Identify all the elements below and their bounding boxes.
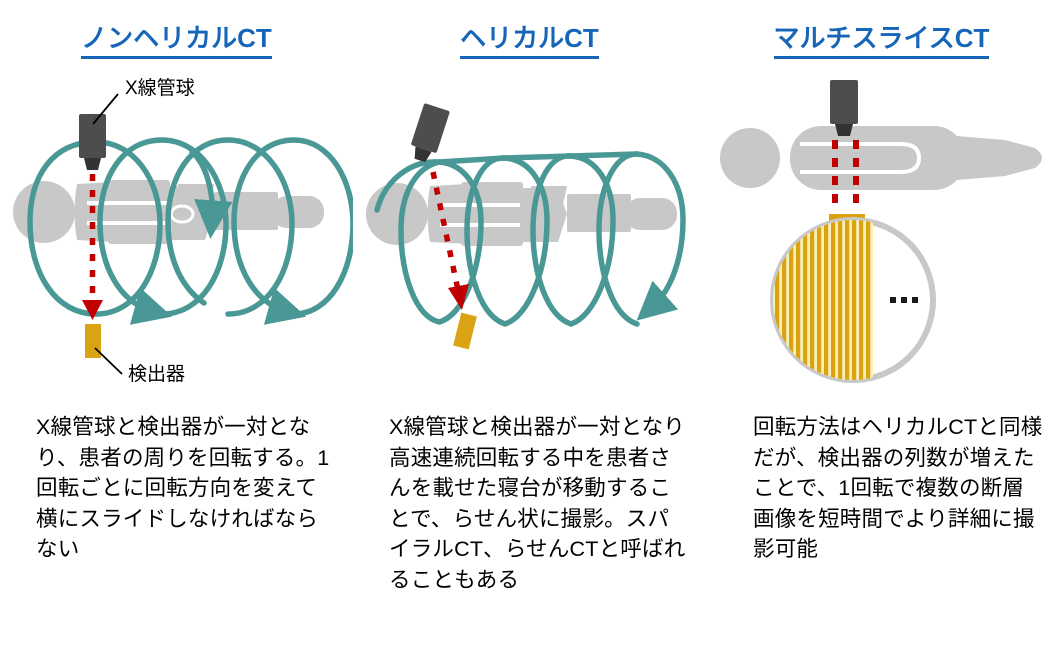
detector-row-stripes [775, 220, 871, 380]
helix-coil-1 [398, 159, 484, 325]
caption-helical: X線管球と検出器が一対となり高速連続回転する中を患者さんを載せた寝台が移動するこ… [389, 415, 686, 592]
label-detector-text: 検出器 [128, 363, 185, 385]
label-detector: 検出器 [94, 347, 185, 385]
panel-title-helical-text: ヘリカルCT [460, 18, 599, 59]
panel-title-non-helical: ノンヘリカルCT [0, 18, 353, 59]
panel-multi-slice-ct: マルチスライスCT [705, 0, 1058, 665]
panel-non-helical-ct: ノンヘリカルCT [0, 0, 353, 665]
rotation-ring-3-arrow-tail [189, 149, 233, 239]
panel-title-multi-slice-text: マルチスライスCT [773, 18, 990, 59]
diagram-multi-slice [705, 62, 1058, 392]
magnifier-view [770, 217, 936, 383]
panel-title-non-helical-text: ノンヘリカルCT [81, 18, 272, 59]
patient-body-icon [366, 182, 677, 246]
xray-beam-arrow [82, 174, 103, 320]
rotation-ring-2-left [97, 137, 173, 325]
patient-body-icon [720, 126, 1042, 190]
helix-coil-2 [464, 155, 550, 327]
helix-coil-3 [530, 153, 616, 327]
panel-helical-ct: ヘリカルCT [353, 0, 706, 665]
xray-tube-icon [411, 103, 450, 163]
xray-tube-icon [830, 80, 858, 136]
xray-tube-icon [79, 114, 106, 170]
label-xray-tube: X線管球 [92, 77, 195, 125]
diagram-non-helical: X線管球 検出器 [0, 62, 353, 392]
helix-spiral [374, 151, 686, 327]
rotation-ring-1-left [27, 139, 99, 317]
detector-icon [85, 324, 101, 358]
helix-coil-4-back [596, 151, 640, 327]
panel-title-multi-slice: マルチスライスCT [705, 18, 1058, 59]
ellipsis-dots-icon [890, 297, 918, 303]
detector-icon [453, 312, 477, 350]
detector-rows-group [773, 220, 873, 380]
rotation-ring-4-right [291, 137, 353, 317]
xray-beam-dual [832, 140, 859, 212]
rotation-ring-3-left-low [165, 137, 231, 306]
caption-multi-slice: 回転方法はヘリカルCTと同様だが、検出器の列数が増えたことで、1回転で複数の断層… [753, 415, 1043, 562]
helix-coil-4-arrow [634, 151, 686, 321]
rotation-ring-4-left [231, 137, 307, 325]
caption-non-helical: X線管球と検出器が一対となり、患者の周りを回転する。1回転ごとに回転方向を変えて… [36, 415, 330, 562]
label-xray-tube-text: X線管球 [125, 77, 195, 99]
xray-beam-arrow [430, 171, 469, 310]
panel-title-helical: ヘリカルCT [353, 18, 706, 59]
diagram-helical [353, 62, 706, 392]
rotation-rings-group [27, 137, 353, 325]
